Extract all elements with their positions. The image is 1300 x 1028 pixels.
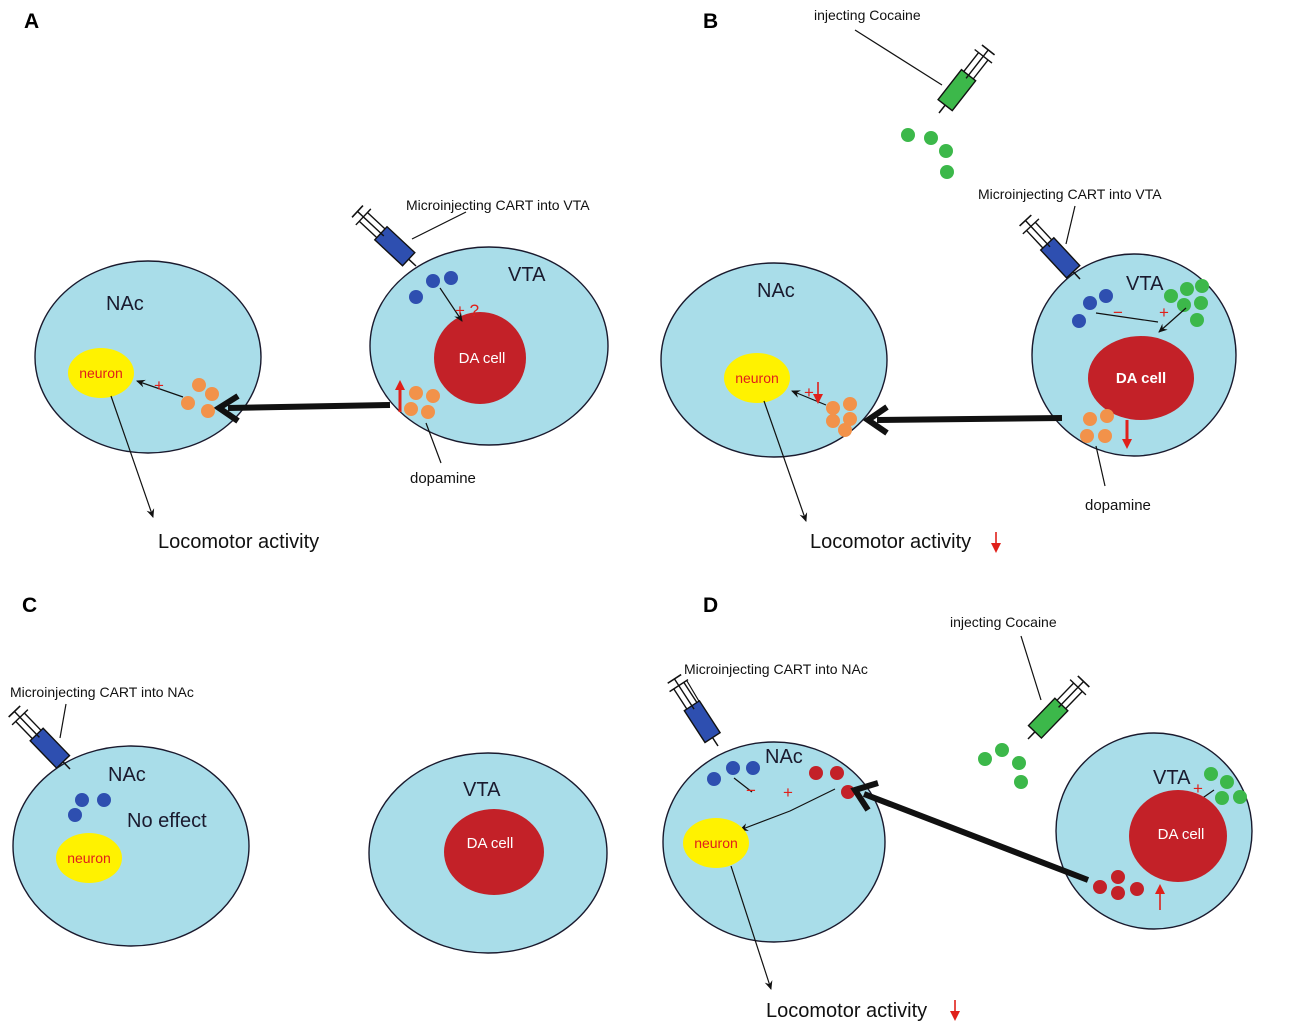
panel-a-dopamine-nac bbox=[181, 378, 219, 418]
panel-b-letter: B bbox=[703, 10, 718, 33]
panel-b-cart-inhibit-line bbox=[1095, 312, 1159, 323]
panel-a-letter: A bbox=[24, 10, 39, 33]
panel-c-vta-label: VTA bbox=[463, 779, 501, 801]
panel-d-red-dots-nac bbox=[809, 766, 855, 799]
panel-a-nac-label: NAc bbox=[106, 293, 144, 315]
panel-c-da-cell bbox=[444, 809, 544, 895]
panel-b-cocaine-dots-free bbox=[901, 128, 954, 179]
panel-d-projection-arrow bbox=[862, 791, 1090, 883]
panel-a-cart-dots bbox=[409, 271, 458, 304]
panel-d-cocaine-leader bbox=[1020, 635, 1042, 701]
panel-c-letter: C bbox=[22, 594, 37, 617]
panel-d-cart-syringe bbox=[664, 672, 729, 753]
panel-a-dopamine-vta bbox=[404, 386, 440, 419]
panel-b-dopamine-label: dopamine bbox=[1085, 497, 1151, 514]
panel-b-dopamine-vta bbox=[1080, 409, 1114, 443]
panel-c-cart-dots bbox=[68, 793, 111, 822]
panel-b-syringe-leader bbox=[1065, 205, 1076, 245]
panel-b-cocaine-dots-vta bbox=[1164, 279, 1209, 327]
panel-c-syringe-label: Microinjecting CART into NAc bbox=[10, 684, 194, 700]
panel-d-cart-dots bbox=[707, 761, 760, 786]
panel-b-cocaine-leader bbox=[854, 29, 943, 86]
panel-b-cocaine-label: injecting Cocaine bbox=[814, 7, 921, 23]
panel-c-da-cell-label: DA cell bbox=[467, 835, 514, 852]
panel-a-vta-label: VTA bbox=[508, 264, 546, 286]
panel-b-cocaine-to-da-arrow bbox=[1158, 307, 1187, 333]
panel-d-output-label: Locomotor activity bbox=[766, 1000, 927, 1022]
panel-c-nac-region bbox=[12, 745, 250, 947]
panel-b-neuron-label: neuron bbox=[735, 370, 779, 386]
panel-a-da-cell-label: DA cell bbox=[459, 350, 506, 367]
panel-b-dopamine-leader bbox=[1095, 445, 1106, 487]
panel-b-projection-arrowhead bbox=[862, 404, 889, 436]
panel-b-da-cell bbox=[1088, 336, 1194, 420]
panel-b-output-label: Locomotor activity bbox=[810, 531, 971, 553]
panel-d-da-cell bbox=[1129, 790, 1227, 882]
panel-d-projection-arrowhead bbox=[850, 780, 879, 812]
panel-a-syringe-label: Microinjecting CART into VTA bbox=[406, 197, 590, 213]
panel-a-nac-region bbox=[34, 260, 262, 454]
panel-d-syringe-label: Microinjecting CART into NAc bbox=[684, 661, 868, 677]
panel-d-nac-label: NAc bbox=[765, 746, 803, 768]
panel-d-red-to-neuron-arrow bbox=[739, 788, 836, 831]
panel-c-nac-label: NAc bbox=[108, 764, 146, 786]
panel-d-cocaine-label: injecting Cocaine bbox=[950, 614, 1057, 630]
panel-b-cart-dots bbox=[1072, 289, 1113, 328]
panel-b-nac-label: NAc bbox=[757, 280, 795, 302]
panel-b-sign-nac: + bbox=[804, 383, 814, 402]
panel-d-cart-line bbox=[733, 777, 753, 793]
panel-d-cocaine-dots-free bbox=[978, 743, 1028, 789]
panel-a-dopamine-to-neuron-arrow bbox=[136, 379, 184, 398]
panel-d-letter: D bbox=[703, 594, 718, 617]
panel-b-output-arrow bbox=[763, 400, 808, 522]
panel-d: D injecting Cocaine Microinjecting CART … bbox=[662, 594, 1253, 1022]
panel-b-cart-syringe bbox=[1016, 212, 1089, 288]
panel-a-dopamine-label: dopamine bbox=[410, 470, 476, 487]
panel-a-dopamine-leader bbox=[425, 422, 442, 464]
panel-a-da-cell bbox=[434, 312, 526, 404]
panel-a-output-label: Locomotor activity bbox=[158, 531, 319, 553]
panel-d-vta-label: VTA bbox=[1153, 767, 1191, 789]
panel-b-sign-plus: + bbox=[1159, 303, 1169, 322]
panel-c-cart-syringe bbox=[5, 703, 79, 778]
panel-a-projection-arrowhead bbox=[213, 393, 240, 424]
panel-c-neuron bbox=[56, 833, 122, 883]
panel-b-neuron bbox=[724, 353, 790, 403]
panel-a-projection-arrow bbox=[227, 402, 391, 411]
panel-a-output-arrow bbox=[110, 395, 155, 518]
panel-a-neuron bbox=[68, 348, 134, 398]
panel-d-cocaine-dots-vta bbox=[1204, 767, 1247, 805]
panel-d-neuron bbox=[683, 818, 749, 868]
panel-a-syringe-leader bbox=[411, 211, 467, 240]
panel-c-neuron-label: neuron bbox=[67, 850, 111, 866]
panel-d-cocaine-syringe bbox=[1019, 673, 1093, 748]
panel-a-cart-to-da-arrow bbox=[439, 287, 463, 322]
panel-b: B injecting Cocaine NAc neuron VTA DA ce… bbox=[660, 7, 1237, 553]
panel-d-da-cell-label: DA cell bbox=[1158, 826, 1205, 843]
panel-a-neuron-label: neuron bbox=[79, 365, 123, 381]
panel-b-projection-arrow bbox=[876, 415, 1063, 423]
panel-c-syringe-leader bbox=[59, 703, 67, 739]
panel-a: A NAc neuron VTA DA cell Microinjecting … bbox=[24, 10, 609, 553]
panel-a-sign-nac: + bbox=[154, 376, 164, 395]
panel-d-neuron-label: neuron bbox=[694, 835, 738, 851]
panel-b-sign-minus: − bbox=[1113, 303, 1123, 322]
panel-d-output-arrow bbox=[730, 865, 773, 990]
panel-b-da-cell-label: DA cell bbox=[1116, 370, 1166, 387]
panel-b-syringe-label: Microinjecting CART into VTA bbox=[978, 186, 1162, 202]
panel-c: C Microinjecting CART into NAc NAc No ef… bbox=[5, 594, 608, 954]
panel-c-no-effect-label: No effect bbox=[127, 810, 207, 832]
panel-d-sign-plus: + bbox=[783, 783, 793, 802]
panel-d-sign-vta: + bbox=[1193, 779, 1203, 798]
panel-d-red-dots-vta bbox=[1093, 870, 1144, 900]
panel-d-sign-minus: − bbox=[746, 781, 756, 800]
panel-b-vta-label: VTA bbox=[1126, 273, 1164, 295]
panel-a-sign-vta: + ? bbox=[455, 301, 479, 320]
panel-b-cocaine-syringe bbox=[929, 42, 998, 121]
panel-b-dopamine-nac bbox=[826, 397, 857, 437]
